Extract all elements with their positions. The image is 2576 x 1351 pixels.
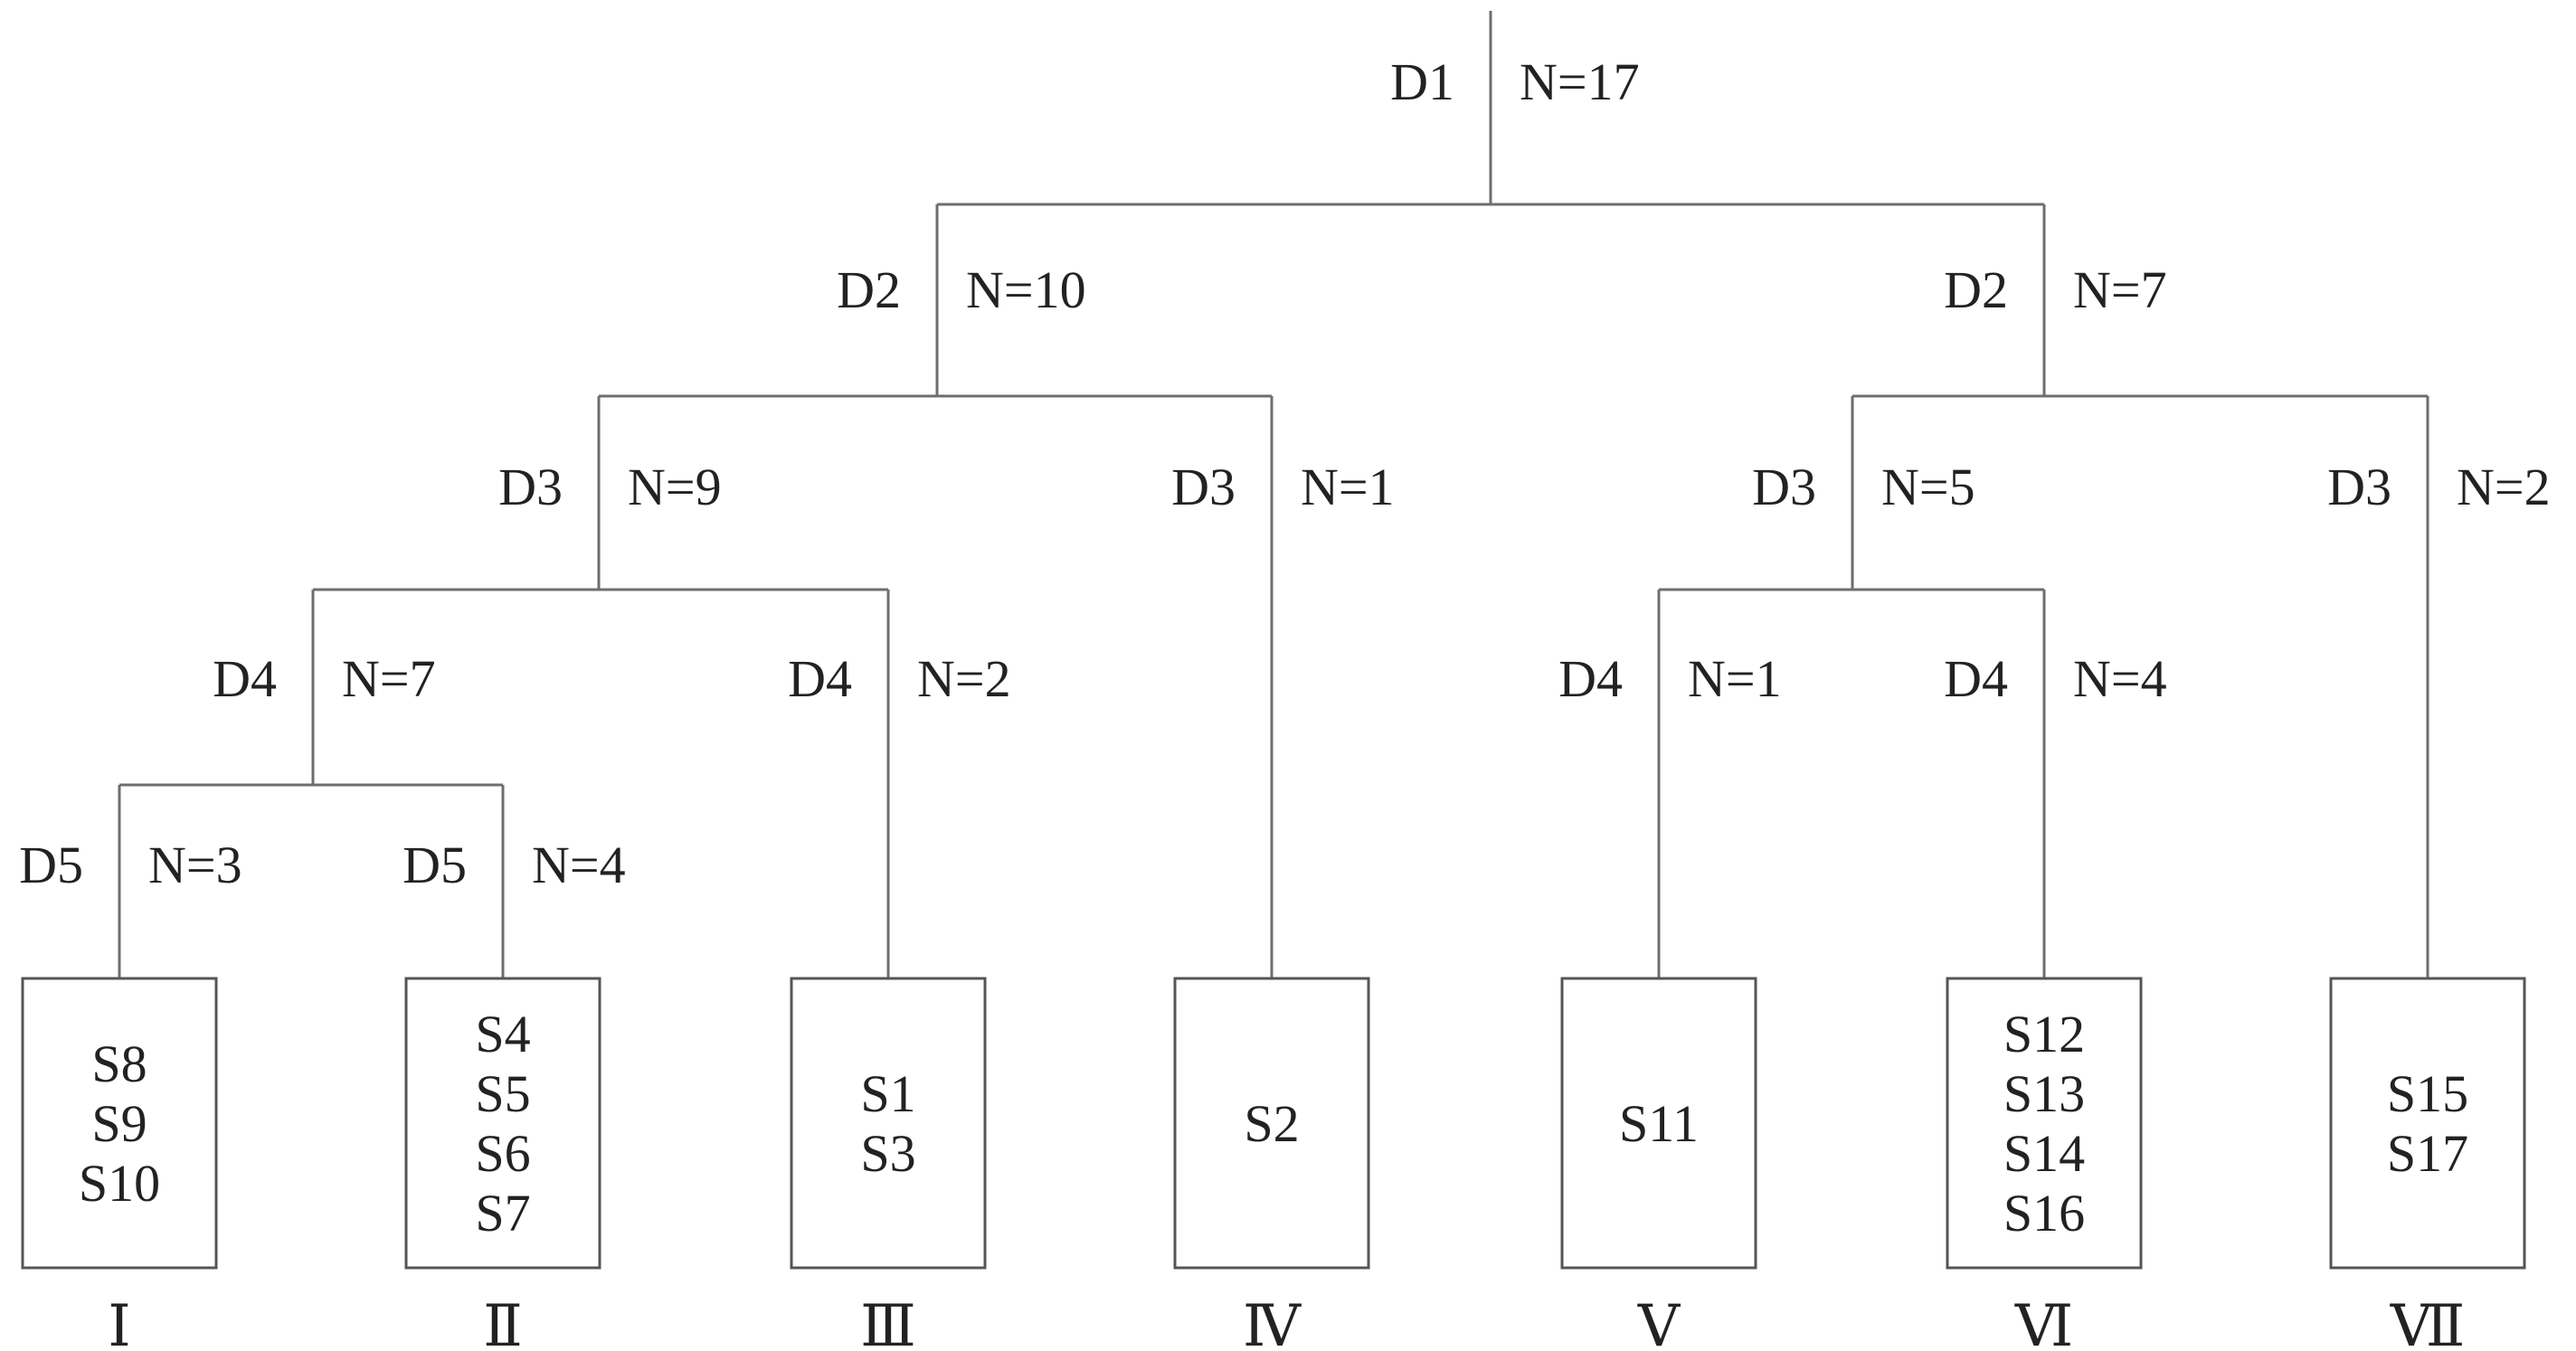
cluster-member: S14 xyxy=(2003,1124,2085,1183)
cluster-box xyxy=(1560,977,1757,1270)
cluster-member: S5 xyxy=(475,1064,530,1123)
cluster-numeral: Ⅴ xyxy=(1637,1294,1681,1351)
cluster-box xyxy=(1946,977,2143,1270)
count-label: N=5 xyxy=(1881,458,1975,516)
split-label: D4 xyxy=(788,649,852,708)
count-label: N=7 xyxy=(2073,260,2167,319)
split-label: D1 xyxy=(1390,52,1454,111)
cluster-box xyxy=(790,977,987,1270)
cluster-member: S10 xyxy=(79,1154,160,1213)
cluster-member: S8 xyxy=(91,1035,147,1093)
split-label: D4 xyxy=(1558,649,1623,708)
count-label: N=4 xyxy=(532,836,626,894)
split-label: D5 xyxy=(402,836,467,894)
cluster-member: S16 xyxy=(2003,1184,2085,1242)
split-label: D4 xyxy=(1944,649,2008,708)
cluster-member: S12 xyxy=(2003,1005,2085,1063)
count-label: N=2 xyxy=(917,649,1011,708)
cluster-member: S15 xyxy=(2387,1064,2468,1123)
split-label: D5 xyxy=(19,836,83,894)
split-label: D2 xyxy=(837,260,901,319)
cluster-member: S6 xyxy=(475,1124,530,1183)
count-label: N=7 xyxy=(342,649,436,708)
cluster-box xyxy=(404,977,601,1270)
count-label: N=9 xyxy=(628,458,722,516)
count-label: N=17 xyxy=(1520,52,1640,111)
split-label: D3 xyxy=(1171,458,1236,516)
tree-edges xyxy=(118,11,2429,978)
cluster-member: S13 xyxy=(2003,1064,2085,1123)
cluster-member: S3 xyxy=(860,1124,915,1183)
count-label: N=1 xyxy=(1688,649,1782,708)
split-label: D3 xyxy=(498,458,563,516)
count-label: N=2 xyxy=(2457,458,2551,516)
cluster-numeral: Ⅲ xyxy=(860,1294,916,1351)
cluster-box xyxy=(21,977,218,1270)
cluster-numeral: Ⅱ xyxy=(483,1294,523,1351)
cluster-boxes xyxy=(21,977,2526,1270)
split-label: D3 xyxy=(2327,458,2391,516)
cluster-numeral: Ⅰ xyxy=(108,1294,130,1351)
cluster-member: S7 xyxy=(475,1184,530,1242)
cluster-member: S1 xyxy=(860,1064,915,1123)
cluster-member: S17 xyxy=(2387,1124,2468,1183)
cluster-numeral: Ⅵ xyxy=(2014,1294,2073,1351)
count-label: N=3 xyxy=(148,836,242,894)
cluster-numerals: Ⅰ Ⅱ Ⅲ Ⅳ Ⅴ Ⅵ Ⅶ xyxy=(108,1294,2465,1351)
cluster-numeral: Ⅶ xyxy=(2390,1294,2466,1351)
cluster-numeral: Ⅳ xyxy=(1243,1294,1302,1351)
cluster-box xyxy=(1173,977,1370,1270)
count-label: N=10 xyxy=(966,260,1086,319)
cluster-member: S4 xyxy=(475,1005,530,1063)
split-label: D3 xyxy=(1752,458,1816,516)
split-label: D4 xyxy=(213,649,277,708)
cluster-member: S11 xyxy=(1619,1094,1699,1153)
count-label: N=1 xyxy=(1301,458,1395,516)
split-label: D2 xyxy=(1944,260,2008,319)
cluster-member: S2 xyxy=(1244,1094,1299,1153)
cluster-member: S9 xyxy=(91,1094,147,1153)
cluster-box xyxy=(2329,977,2526,1270)
count-label: N=4 xyxy=(2073,649,2167,708)
